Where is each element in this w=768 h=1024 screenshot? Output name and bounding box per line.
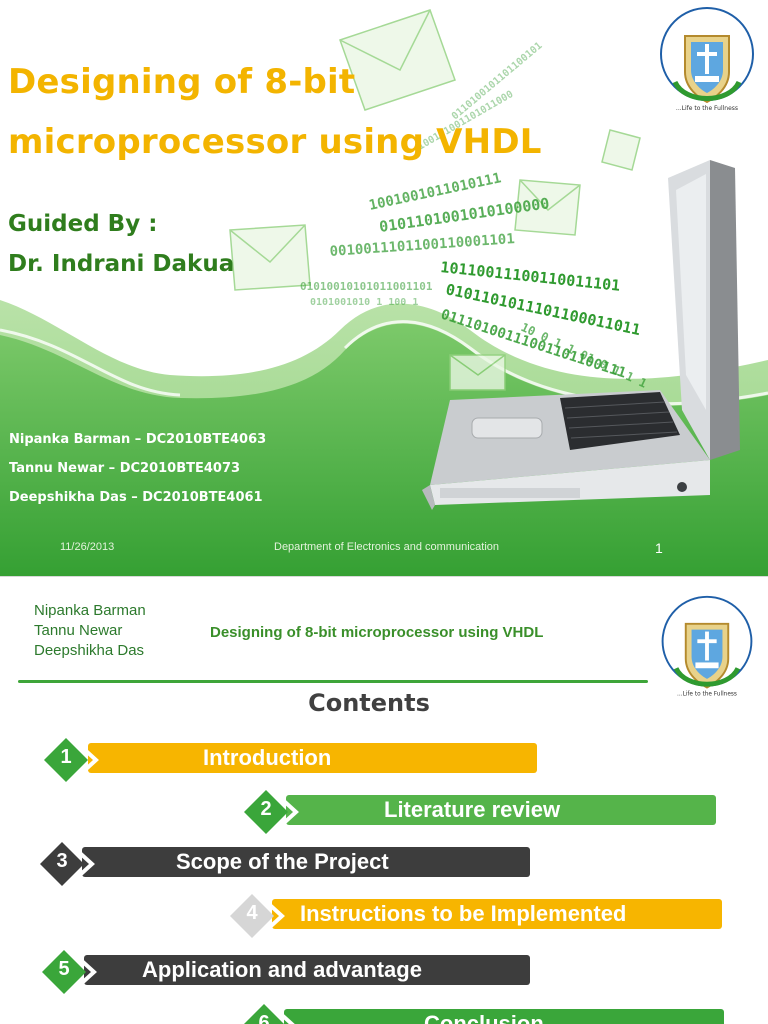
item-bar: Instructions to be Implemented [272, 899, 722, 929]
header-author-names: Nipanka Barman Tannu Newar Deepshikha Da… [34, 601, 146, 661]
item-bar: Literature review [286, 795, 716, 825]
contents-heading: Contents [308, 689, 430, 717]
chevron-diamond-icon [44, 738, 99, 782]
laptop-illustration [422, 160, 740, 510]
item-number: 2 [260, 798, 272, 820]
contents-item-application[interactable]: Application and advantage 5 [38, 947, 538, 994]
item-label: Conclusion [424, 1011, 544, 1024]
svg-text:...Life to the Fullness: ...Life to the Fullness [677, 691, 737, 697]
contents-item-literature-review[interactable]: Literature review 2 [240, 787, 720, 834]
chevron-diamond-icon [244, 790, 299, 834]
svg-text:0101001010 1 100 1: 0101001010 1 100 1 [310, 297, 418, 308]
contents-item-conclusion[interactable]: Conclusion 6 [238, 1001, 738, 1024]
item-number: 4 [246, 902, 258, 924]
item-bar: Application and advantage [84, 955, 530, 985]
guide-name: Dr. Indrani Dakua [8, 251, 235, 277]
chevron-diamond-icon [42, 950, 97, 994]
item-number: 6 [258, 1012, 270, 1024]
item-bar: Conclusion [284, 1009, 724, 1024]
header-author: Deepshikha Das [34, 642, 145, 659]
contents-item-scope[interactable]: Scope of the Project 3 [36, 839, 536, 886]
binary-stream-illustration: 1001001011010111 0101101001010100000 001… [229, 9, 649, 391]
item-bar: Introduction [88, 743, 537, 773]
author-list: Nipanka Barman – DC2010BTE4063 Tannu New… [9, 425, 266, 512]
chevron-diamond-icon [230, 894, 285, 938]
item-label: Application and advantage [142, 957, 422, 982]
contents-slide: Nipanka Barman Tannu Newar Deepshikha Da… [0, 576, 768, 1024]
college-emblem-icon: ...Life to the Fullness [661, 595, 753, 697]
slide-title: Designing of 8-bit microprocessor using … [8, 62, 542, 162]
chevron-diamond-icon [244, 1004, 295, 1024]
item-number: 3 [56, 850, 68, 872]
header-title: Designing of 8-bit microprocessor using … [210, 624, 544, 641]
chevron-diamond-icon [40, 842, 95, 886]
footer-slide-number: 1 [655, 540, 663, 556]
guide-block: Guided By : Dr. Indrani Dakua [8, 204, 368, 284]
header-author: Tannu Newar [34, 622, 123, 639]
item-label: Introduction [203, 745, 332, 770]
footer-department: Department of Electronics and communicat… [274, 541, 499, 553]
college-logo: ...Life to the Fullness [655, 591, 759, 703]
item-label: Instructions to be Implemented [300, 901, 627, 926]
svg-text:...Life to the Fullness: ...Life to the Fullness [676, 105, 738, 112]
college-logo: ...Life to the Fullness [655, 2, 759, 118]
header-divider [18, 680, 648, 683]
item-label: Literature review [384, 797, 561, 822]
item-bar: Scope of the Project [82, 847, 530, 877]
contents-item-introduction[interactable]: Introduction 1 [40, 735, 540, 782]
college-emblem-icon: ...Life to the Fullness [660, 7, 754, 112]
header-author: Nipanka Barman [34, 602, 146, 619]
title-slide: 1001001011010111 0101101001010100000 001… [0, 2, 768, 576]
author-line: Nipanka Barman – DC2010BTE4063 [9, 432, 267, 447]
guided-by-label: Guided By : [8, 211, 158, 237]
author-line: Deepshikha Das – DC2010BTE4061 [9, 490, 263, 505]
item-label: Scope of the Project [176, 849, 389, 874]
svg-text:01010010101011001101: 01010010101011001101 [300, 280, 433, 293]
contents-item-instructions[interactable]: Instructions to be Implemented 4 [226, 891, 726, 938]
footer-date: 11/26/2013 [60, 541, 115, 553]
item-number: 5 [58, 958, 70, 980]
author-line: Tannu Newar – DC2010BTE4073 [9, 461, 241, 476]
item-number: 1 [60, 746, 72, 768]
